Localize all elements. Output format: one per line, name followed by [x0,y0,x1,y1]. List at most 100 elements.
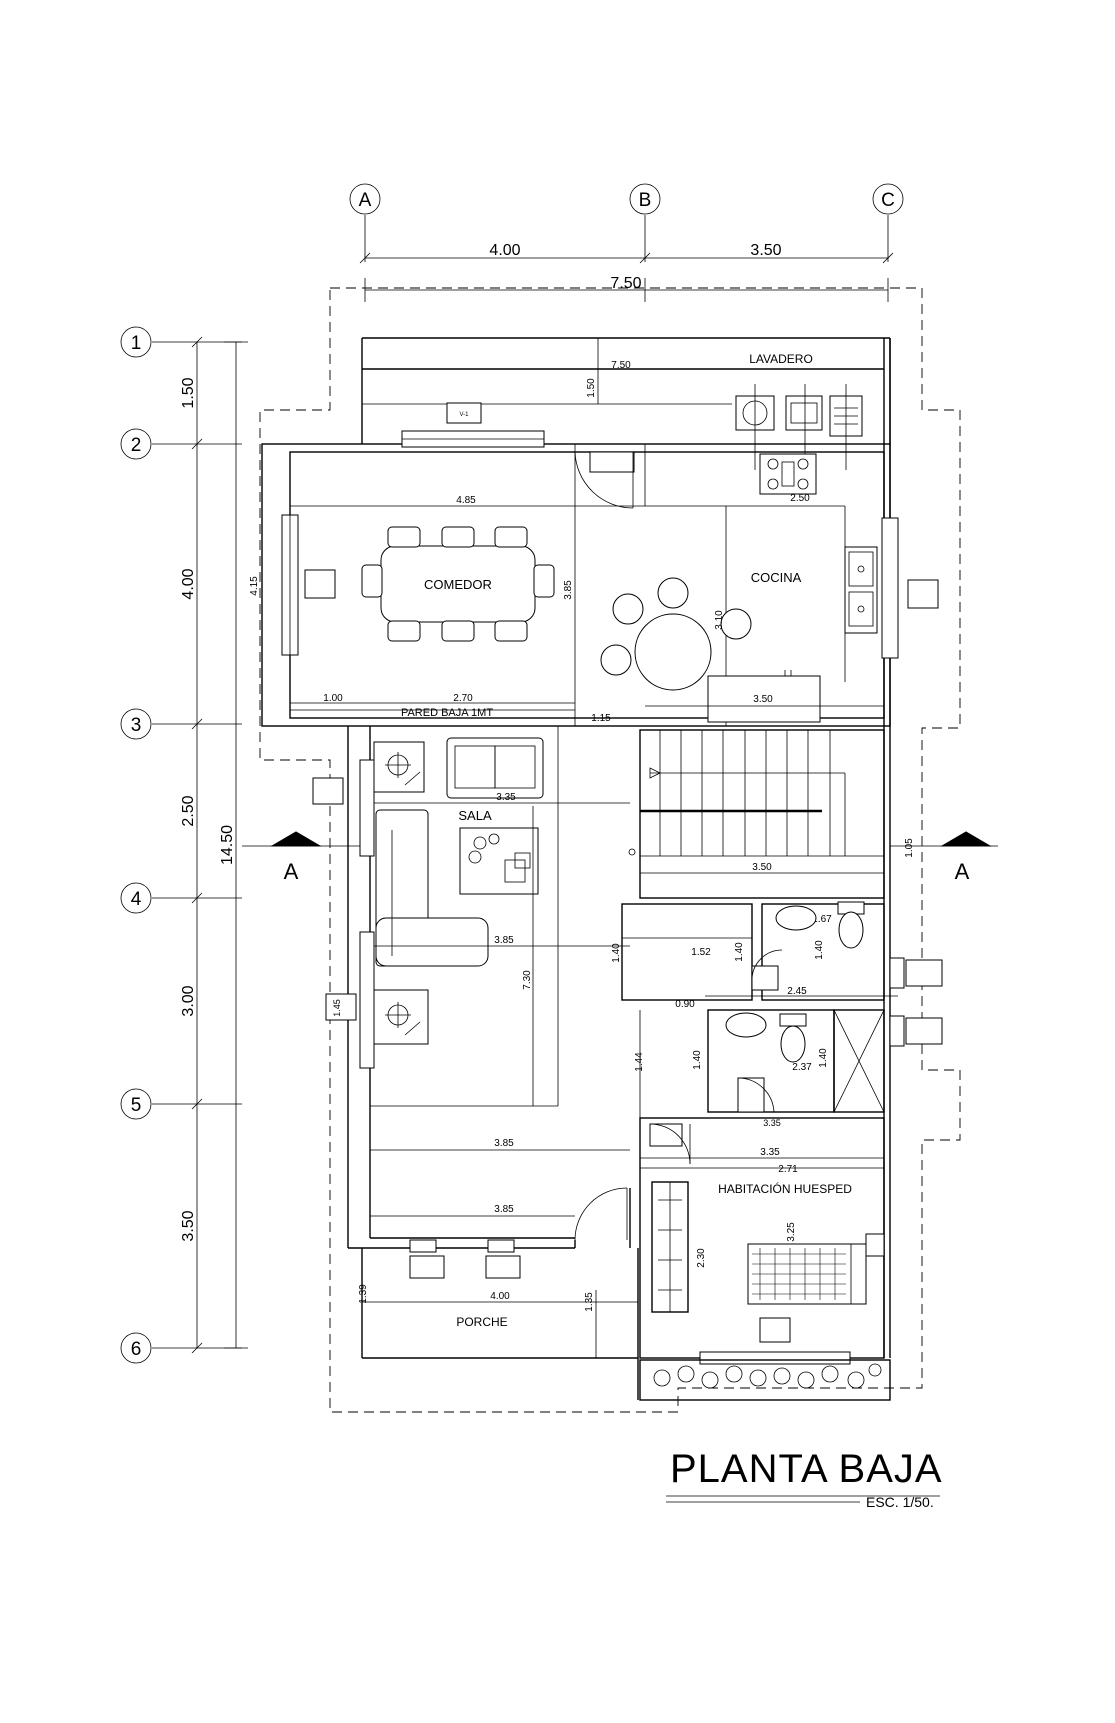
toilet-icon [780,1025,806,1063]
dim-left-23: 4.00 [180,568,197,599]
nightstand-icon [865,1233,885,1257]
door-tag-icon [649,1123,683,1147]
chair-icon [494,620,528,642]
room-label-cocina: COCINA [751,570,802,585]
window-tag-icon [759,1317,791,1343]
section-marker-right: A [890,831,998,884]
window-tag-icon [905,959,943,987]
window-cocina-right [881,517,899,659]
svg-text:A: A [955,859,970,884]
window-tag-icon [751,965,779,991]
left-dimension-chain: 1.50 4.00 2.50 3.00 3.50 14.50 [180,336,248,1354]
window-porche-1 [409,1239,437,1253]
window-sala-left [359,759,375,857]
window-tag-icon [485,1255,521,1279]
window-tag-icon [304,569,336,599]
window-bath-2 [889,1015,905,1047]
porche-area: 4.00 1.39 1.35 PORCHE [358,1239,638,1358]
chair-icon [494,526,528,548]
pared-baja-label: PARED BAJA 1MT [401,707,493,719]
dim-stove-250: 2.50 [790,493,810,504]
dim-bath-140b: 1.40 [734,942,745,962]
dim-porche-400: 4.00 [490,1291,510,1302]
dim-hab-335: 3.35 [760,1147,780,1158]
svg-text:B: B [639,190,652,211]
dim-comedor-270: 2.70 [453,693,473,704]
grid-bubble-A: A [349,183,381,215]
cocina-room: COCINA 3.50 1.15 [591,517,939,724]
stool-icon [657,577,689,609]
dim-bath-140c: 1.40 [814,940,825,960]
grid-bubble-5: 5 [120,1088,152,1120]
window-tag-icon [312,777,344,805]
stool-icon [612,593,644,625]
dim-lower2-385: 3.85 [494,1204,514,1215]
title-block: PLANTA BAJA ESC. 1/50. [666,1447,943,1510]
dim-left-12: 1.50 [180,377,197,408]
window-habitacion [699,1351,851,1365]
svg-text:V-1: V-1 [459,412,469,418]
grid-bubble-2: 2 [120,428,152,460]
dim-lav-750: 7.50 [611,360,631,371]
washbasin-icon [725,1012,767,1038]
grid-bubble-C: C [872,183,904,215]
dim-comedor-100: 1.00 [323,693,343,704]
room-label-comedor: COMEDOR [424,577,492,592]
window-tag-icon [409,1255,445,1279]
dim-comedor-415: 4.15 [249,576,260,596]
dim-porche-135: 1.35 [584,1292,595,1312]
dim-bath-152: 1.52 [691,947,711,958]
window-porche-2 [487,1239,515,1253]
dim-bath-167: 1.67 [812,914,832,925]
sala-room: 3.35 SALA 3.85 7.30 1.45 3.85 3.85 [312,726,630,1241]
dim-bath-140: 1.40 [611,943,622,963]
dim-pass-115: 1.15 [591,713,611,724]
chair-icon [387,620,421,642]
stool-icon [600,644,632,676]
plant-pot-icon [373,741,425,793]
dim-left-total: 14.50 [219,825,236,865]
svg-text:6: 6 [131,1339,142,1360]
room-label-porche: PORCHE [456,1315,507,1329]
round-table-icon [634,613,712,691]
svg-text:4: 4 [131,889,142,910]
dim-bath2-140: 1.40 [692,1050,703,1070]
drawing-title: PLANTA BAJA [670,1447,943,1491]
svg-text:5: 5 [131,1095,142,1116]
dim-hab-271: 2.71 [778,1164,798,1175]
stool-icon [720,608,752,640]
chair-icon [361,564,383,598]
room-label-habitacion: HABITACIÓN HUESPED [718,1181,852,1196]
dim-top-ab: 4.00 [489,242,520,259]
stairs: 3.50 1.05 [628,729,915,899]
window-sala-left-2 [359,931,375,1069]
chair-icon [387,526,421,548]
roof-outline [259,287,961,1413]
dim-window-145: 1.45 [332,999,342,1017]
dim-comedor-485: 4.85 [456,495,476,506]
dim-left-56: 3.50 [180,1210,197,1241]
dim-comedor-385: 3.85 [563,580,574,600]
comedor-room: 4.85 4.15 3.85 COMEDOR 1.00 2.70 [249,495,575,711]
toilet-tank-icon [779,1013,807,1027]
dim-hab-230: 2.30 [696,1248,707,1268]
window-tag-icon [737,1077,765,1113]
washbasin-icon [775,905,817,931]
kitchen-sink-icon [844,546,878,634]
grid-bubble-3: 3 [120,708,152,740]
dim-left-45: 3.00 [180,985,197,1016]
habitacion-room: 3.35 2.71 HABITACIÓN HUESPED 2.30 3.25 [639,1117,885,1365]
planter-garden [639,1359,891,1401]
window-tag-icon [907,579,939,609]
dim-top-total: 7.50 [610,275,641,292]
grid-bubble-6: 6 [120,1332,152,1364]
dim-bath2-335: 3.35 [763,1118,781,1128]
door-kitchen [574,451,635,509]
svg-text:2: 2 [131,435,142,456]
dim-sala-730: 7.30 [522,970,533,990]
dim-sala-385: 3.85 [494,935,514,946]
dim-left-34: 2.50 [180,795,197,826]
window-tag-icon [446,402,482,424]
chair-icon [441,620,475,642]
